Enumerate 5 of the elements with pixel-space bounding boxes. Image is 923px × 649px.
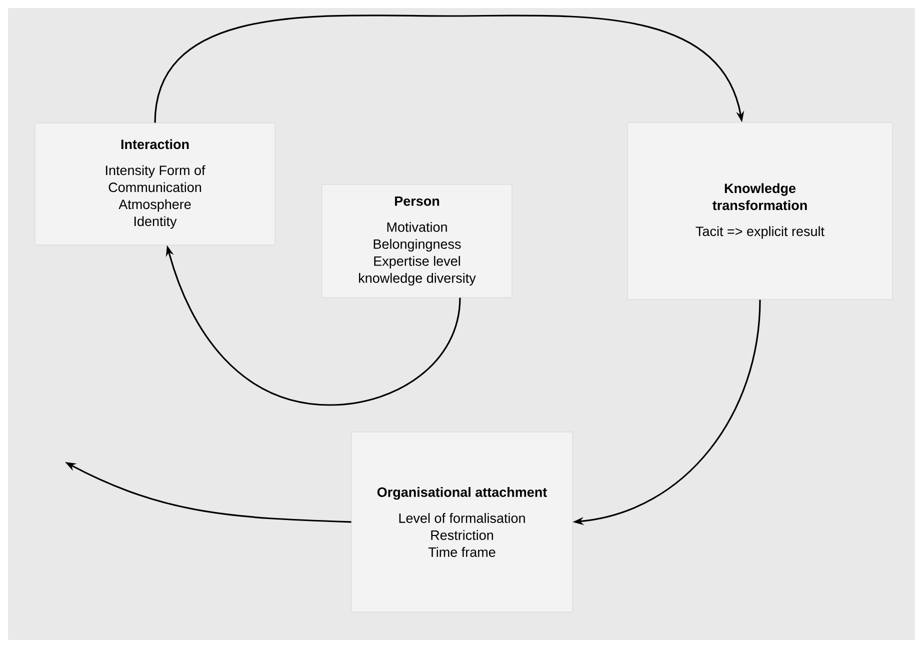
text-box: Organisational attachment Level of formalisation Restriction Time frame bbox=[351, 432, 573, 612]
text-box: Knowledge transformation Tacit => explicit result bbox=[627, 122, 893, 300]
text-box: Person Motivation Belongingness Expertise level knowledge diversity bbox=[322, 184, 512, 298]
text-box: Interaction Intensity Form of Communication Atmosphere Identity bbox=[34, 122, 276, 246]
arrow bbox=[154, 14, 744, 123]
